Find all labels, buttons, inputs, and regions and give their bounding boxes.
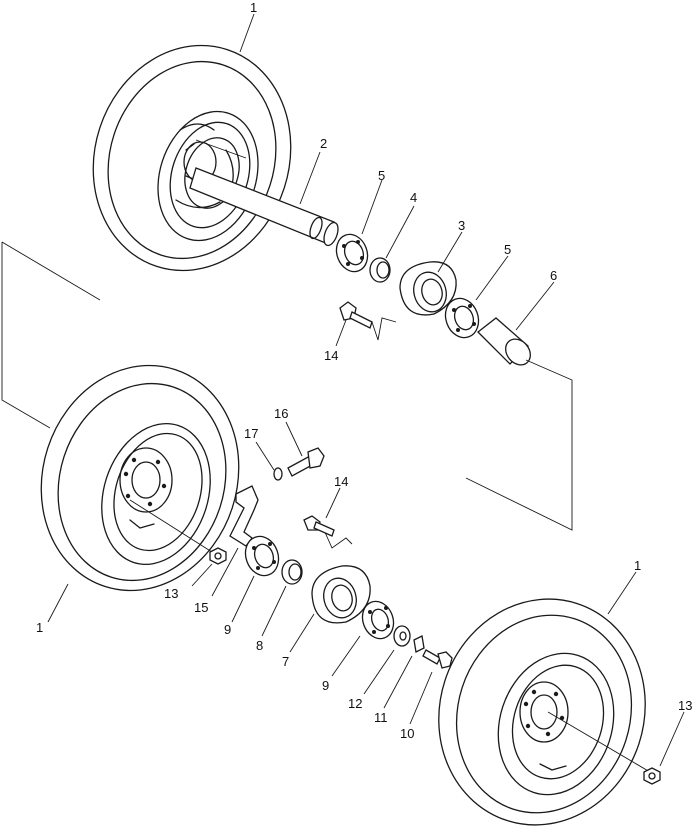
leader-lines (1, 139, 573, 549)
tire-left (40, 364, 240, 592)
callout-tire-right: 1 (634, 558, 641, 573)
hub-lower (311, 565, 371, 624)
bearing-upper-right (444, 297, 480, 339)
callout-bearing-lower-right: 9 (322, 678, 329, 693)
bearing-lower-right (361, 600, 395, 640)
callout-plate: 11 (374, 710, 388, 725)
callout-tire-left: 1 (36, 620, 43, 635)
tire-top (92, 44, 292, 272)
callout-bearing-lower-left: 9 (224, 622, 231, 637)
callout-sleeve: 6 (550, 268, 557, 283)
callout-nut-left: 13 (164, 586, 178, 601)
bearing-lower-left (244, 535, 280, 577)
axle-shaft (189, 167, 339, 247)
callout-bracket: 15 (194, 600, 208, 615)
sleeve (477, 317, 531, 366)
bushing-lower (281, 559, 303, 585)
bolt-small (422, 649, 453, 669)
callout-bolt-stud: 16 (274, 406, 288, 421)
plate (413, 635, 425, 653)
callout-tire-top: 1 (250, 0, 257, 15)
tire-right (438, 598, 651, 826)
callout-bolt-lower: 14 (334, 474, 348, 489)
callout-bushing-upper: 4 (410, 190, 417, 205)
callout-bearing-upper-left: 5 (378, 168, 385, 183)
seal (393, 625, 411, 647)
washer-small (273, 467, 283, 481)
bolt-stud (287, 447, 325, 477)
nut-left (209, 547, 227, 565)
callout-numbers: 1 2 5 4 3 5 6 14 16 17 14 13 15 1 9 8 7 … (36, 0, 692, 741)
callout-nut-right: 13 (678, 698, 692, 713)
callout-seal: 12 (348, 696, 362, 711)
callout-bolt-upper: 14 (324, 348, 338, 363)
callout-axle-shaft: 2 (320, 136, 327, 151)
nut-right (643, 767, 661, 785)
hub-upper (399, 261, 457, 316)
bolt-upper (339, 301, 373, 329)
bushing-upper (369, 257, 391, 283)
callout-hub-lower: 7 (282, 654, 289, 669)
bearing-upper-left (335, 233, 369, 273)
callout-bearing-upper-right: 5 (504, 242, 511, 257)
callout-bolt-small: 10 (400, 726, 414, 741)
callout-hub-upper: 3 (458, 218, 465, 233)
callout-bushing-lower: 8 (256, 638, 263, 653)
callout-washer-small: 17 (244, 426, 258, 441)
bolt-lower (303, 515, 335, 537)
callout-leaders (47, 13, 685, 767)
